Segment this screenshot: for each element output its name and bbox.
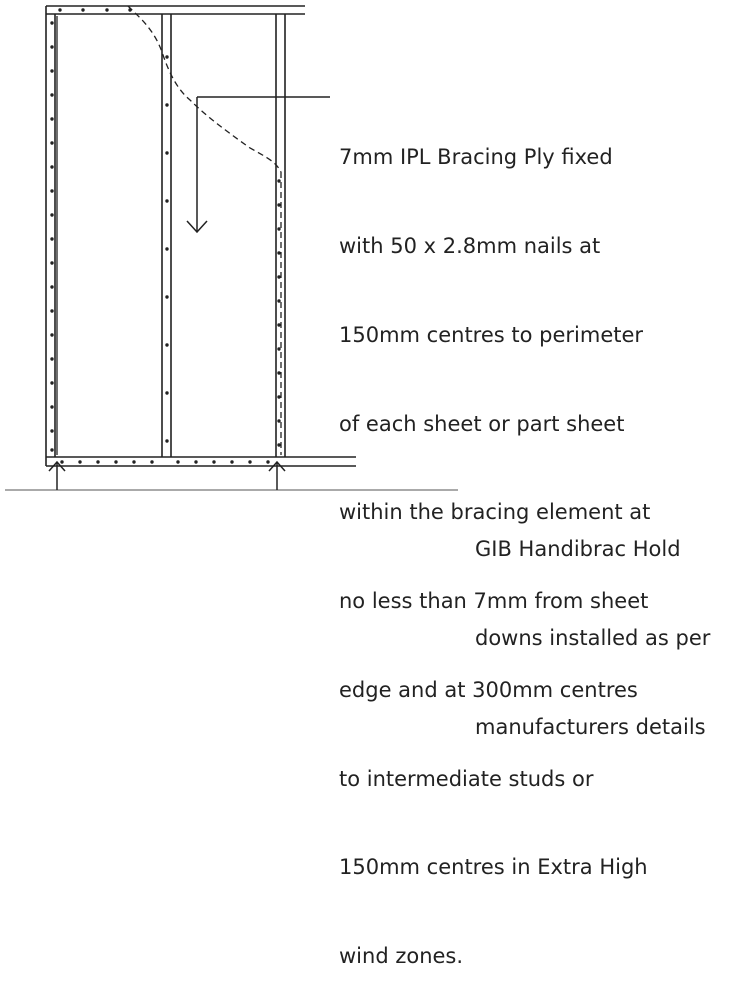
note-line: of each sheet or part sheet xyxy=(339,411,625,436)
note-line: 7mm IPL Bracing Ply fixed xyxy=(339,145,613,170)
hold-down-arrow-right xyxy=(268,460,286,479)
hold-down-arrow-left xyxy=(48,460,66,479)
bottom-plate xyxy=(46,456,356,467)
note-line: within the bracing element at xyxy=(339,500,651,525)
note-line: manufacturers details xyxy=(475,714,706,739)
top-plate xyxy=(46,5,305,15)
note-line: GIB Handibrac Hold xyxy=(475,537,681,562)
intermediate-stud xyxy=(161,14,172,457)
left-end-stud xyxy=(45,6,56,466)
note-line: 150mm centres to perimeter xyxy=(339,322,644,347)
nails-top xyxy=(58,8,132,12)
hold-down-note: GIB Handibrac Hold downs installed as pe… xyxy=(475,476,710,772)
note-line: downs installed as per xyxy=(475,625,711,650)
note-line: wind zones. xyxy=(339,944,464,969)
nails-left-stud xyxy=(50,21,54,452)
note-line: 150mm centres in Extra High xyxy=(339,855,648,880)
wall-bracing-diagram xyxy=(5,5,458,491)
nails-right-stud xyxy=(277,179,281,447)
nails-intermediate-stud xyxy=(165,55,169,443)
ply-cutaway-line xyxy=(127,5,282,173)
right-end-stud xyxy=(275,14,286,457)
nails-bottom-plate xyxy=(60,460,270,464)
ply-leader-arrow xyxy=(186,96,330,234)
note-line: with 50 x 2.8mm nails at xyxy=(339,233,601,258)
